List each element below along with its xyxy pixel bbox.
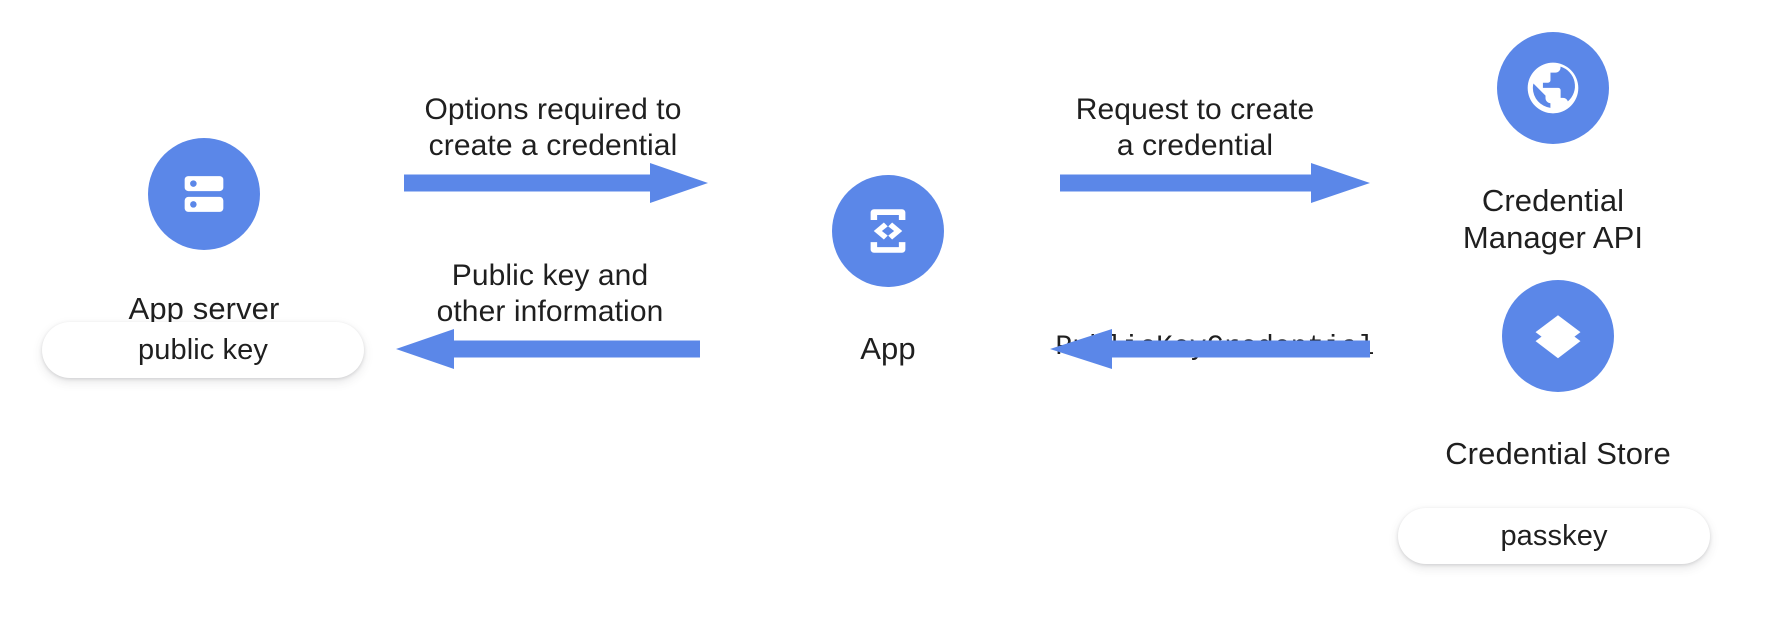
flow-arrow-public-key-and-other-information [396, 326, 700, 372]
flow-arrow-request-to-create [1060, 160, 1370, 206]
app-label: App [860, 331, 916, 366]
phone-code-icon [858, 201, 918, 261]
credential-store-chip-passkey[interactable]: passkey [1398, 508, 1710, 564]
flow-arrow-public-key-credential [1050, 326, 1370, 372]
credential-store-icon-circle[interactable] [1502, 280, 1614, 392]
app-server-icon-circle[interactable] [148, 138, 260, 250]
credential-store-label: Credential Store [1445, 436, 1671, 471]
flow-caption-request-to-create: Request to create a credential [1075, 93, 1315, 162]
server-icon [175, 165, 233, 223]
app-server-label: App server [128, 291, 280, 326]
flow-caption-public-key-and-other-information: Public key and other information [436, 259, 664, 328]
app-icon-circle[interactable] [832, 175, 944, 287]
app-server-chip-public-key[interactable]: public key [42, 322, 364, 378]
credential-manager-api-label: Credential Manager API [1462, 183, 1644, 255]
credential-manager-api-icon-circle[interactable] [1497, 32, 1609, 144]
globe-icon [1522, 57, 1584, 119]
flow-arrow-options-required [404, 160, 708, 206]
layers-icon [1529, 307, 1587, 365]
flow-caption-options-required: Options required to create a credential [424, 93, 682, 162]
